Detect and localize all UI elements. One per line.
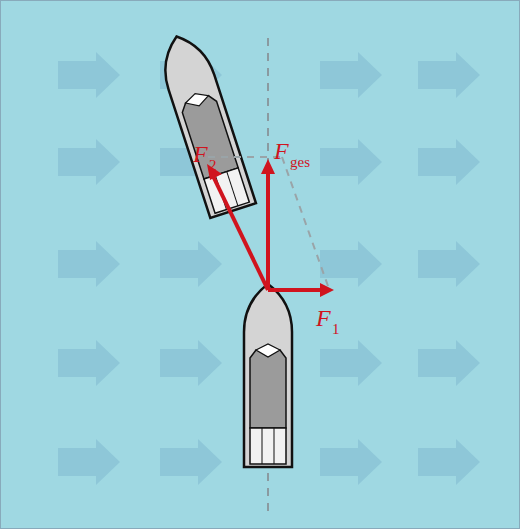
force-vectors (207, 159, 334, 297)
boat (154, 29, 256, 218)
vector-subscript: 1 (332, 322, 340, 337)
vector-subscript: 2 (209, 158, 217, 173)
boat (244, 284, 292, 467)
vector-subscript: ges (290, 155, 310, 170)
